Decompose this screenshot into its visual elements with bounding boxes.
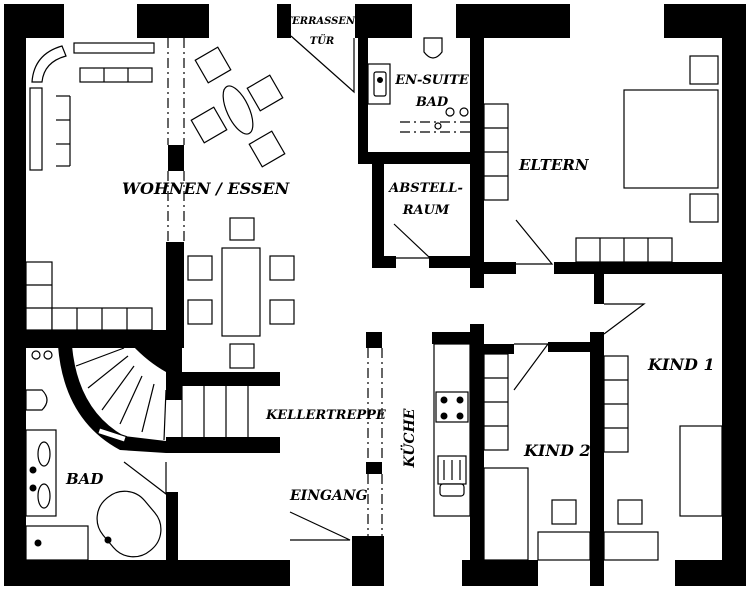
label-ensuite-line1: EN-SUITE bbox=[394, 73, 470, 88]
label-kellertreppe: KELLERTREPPE bbox=[265, 408, 387, 423]
outer-walls bbox=[4, 4, 746, 586]
kind1-door-swing bbox=[603, 303, 646, 335]
label-kueche: KÜCHE bbox=[399, 408, 418, 468]
kitchen-fixtures bbox=[433, 343, 471, 517]
label-terrassen-tuer-line2: TÜR bbox=[310, 34, 334, 47]
label-abstellraum-line1: ABSTELL- bbox=[387, 181, 463, 196]
kind2-door-swing bbox=[513, 343, 550, 391]
label-wohnen-essen: WOHNEN / ESSEN bbox=[122, 179, 291, 198]
label-bad: BAD bbox=[65, 470, 103, 488]
kind2-furniture bbox=[483, 353, 591, 561]
storage-door-swing bbox=[393, 223, 432, 259]
ensuite-fixtures bbox=[367, 37, 469, 130]
opening-lines bbox=[167, 38, 483, 536]
label-kind-2: KIND 2 bbox=[523, 441, 591, 460]
label-abstellraum-line2: RAUM bbox=[402, 203, 450, 218]
room-labels: WOHNEN / ESSEN TERRASSEN- TÜR EN-SUITE B… bbox=[65, 16, 715, 504]
living-furniture bbox=[25, 42, 295, 369]
label-eingang: EINGANG bbox=[289, 488, 368, 504]
interior-walls bbox=[26, 38, 722, 586]
eltern-door-swing bbox=[515, 219, 554, 265]
label-eltern: ELTERN bbox=[518, 156, 590, 174]
label-terrassen-tuer-line1: TERRASSEN- bbox=[285, 16, 360, 27]
eltern-furniture bbox=[483, 55, 719, 263]
bathroom-fixtures bbox=[25, 350, 162, 561]
terrace-door-swing bbox=[290, 35, 355, 94]
label-kind-1: KIND 1 bbox=[647, 355, 715, 374]
staircase bbox=[58, 346, 249, 453]
kind1-furniture bbox=[603, 355, 723, 561]
bad-door-swing bbox=[123, 461, 167, 496]
label-ensuite-line2: BAD bbox=[415, 95, 449, 110]
doors bbox=[123, 35, 646, 541]
entrance-door-swing bbox=[289, 511, 351, 541]
